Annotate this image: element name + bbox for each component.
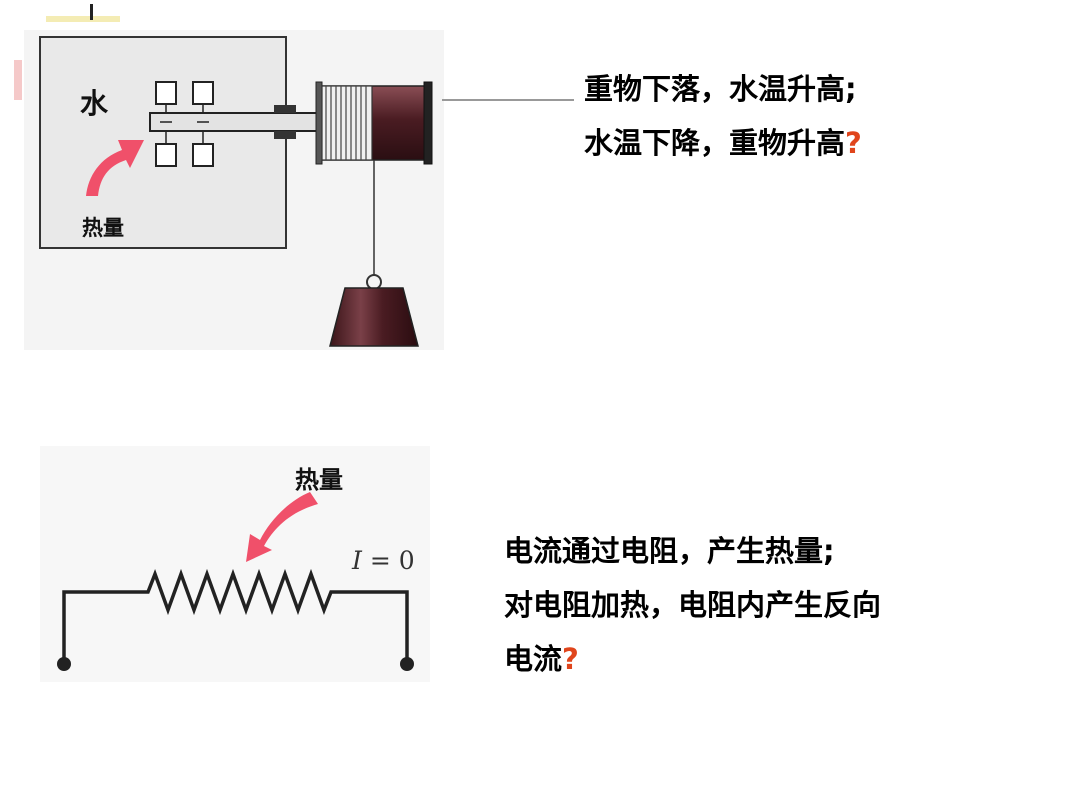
text-line: 电流通过电阻，产生热量; [504, 534, 835, 568]
bushing-top [274, 105, 296, 113]
terminal-left [57, 657, 71, 671]
text-line: 对电阻加热，电阻内产生反向 [504, 588, 882, 622]
bushing-bottom [274, 131, 296, 139]
shaft [149, 112, 321, 132]
heat-label: 热量 [295, 466, 343, 494]
resistor-circuit [40, 446, 430, 682]
text-line: 重物下落，水温升高; [584, 72, 857, 106]
spool-drum [315, 81, 433, 165]
terminal-right [400, 657, 414, 671]
shaft-paddle-marks [160, 104, 209, 144]
heat-arrow-icon [246, 492, 318, 562]
heat-label: 热量 [82, 216, 124, 240]
text-line: 电流? [504, 642, 579, 676]
figure-background-2 [40, 446, 430, 682]
question-text-1: 重物下落，水温升高; 水温下降，重物升高? [584, 62, 862, 170]
heat-arrow-icon [86, 140, 144, 196]
water-tank [39, 36, 287, 249]
current-value: = 0 [361, 546, 415, 575]
slide-accent-tick [90, 4, 93, 20]
question-mark: ? [562, 642, 579, 676]
slide-accent-bar [46, 16, 120, 22]
resistor-wire [62, 568, 409, 662]
current-label: I = 0 [352, 546, 415, 575]
text-line: 水温下降，重物升高? [584, 126, 862, 160]
joule-apparatus [24, 30, 444, 350]
hanging-weight [329, 287, 419, 347]
current-variable: I [352, 546, 362, 575]
slide-accent-side [14, 60, 22, 100]
water-label: 水 [80, 87, 109, 120]
question-text-2: 电流通过电阻，产生热量; 对电阻加热，电阻内产生反向 电流? [504, 524, 881, 686]
question-mark: ? [845, 126, 862, 160]
